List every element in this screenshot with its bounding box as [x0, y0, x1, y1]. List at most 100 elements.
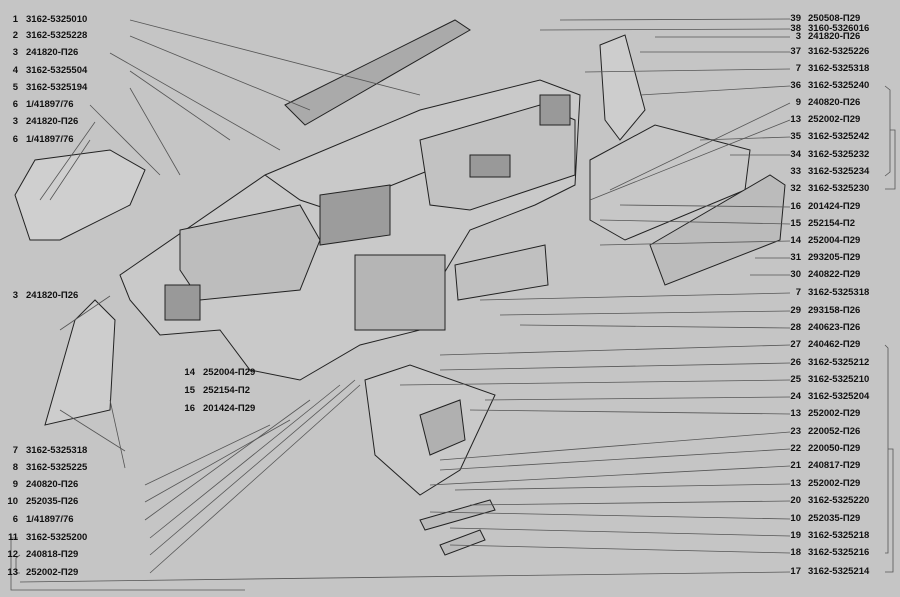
part-number: 240822-П29: [808, 269, 861, 280]
part-number: 252154-П2: [203, 385, 250, 396]
callout-number: 14: [184, 367, 195, 378]
callout-label: 3 241820-П26: [4, 116, 79, 127]
part-number: 3162-5325194: [26, 82, 88, 93]
part-number: 3162-5325204: [808, 391, 870, 402]
part-number: 3162-5325234: [808, 166, 870, 177]
callout-number: 3: [795, 31, 801, 42]
callout-number: 16: [790, 201, 801, 212]
callout-number: 37: [790, 46, 801, 57]
part-number: 3162-5325504: [26, 65, 88, 76]
part-number: 3160-5326016: [808, 23, 870, 34]
part-number: 201424-П29: [203, 403, 256, 414]
part-number: 3162-5325216: [808, 547, 870, 558]
part-number: 220052-П26: [808, 426, 861, 437]
part-number: 3162-5325212: [808, 357, 870, 368]
part-number: 3162-5325220: [808, 495, 870, 506]
part-number: 240462-П29: [808, 339, 861, 350]
callout-number: 7: [795, 287, 801, 298]
callout-label: 6 1/41897/76: [4, 514, 74, 525]
left-side-panel: [44, 299, 116, 426]
callout-label: 3 241820-П26: [785, 31, 861, 42]
callout-label: 37 3162-5325226: [785, 46, 869, 57]
callout-number: 21: [790, 460, 801, 471]
part-number: 241820-П26: [808, 31, 861, 42]
part-number: 241820-П26: [26, 116, 79, 127]
part-number: 250508-П29: [808, 13, 861, 24]
callout-number: 3: [12, 47, 18, 58]
callout-number: 6: [12, 514, 18, 525]
part-number: 3162-5325210: [808, 374, 870, 385]
part-number: 1/41897/76: [26, 514, 74, 525]
part-number: 3162-5325214: [808, 566, 870, 577]
part-number: 240820-П26: [808, 97, 861, 108]
part-number: 252035-П29: [808, 513, 861, 524]
part-number: 240820-П26: [26, 479, 79, 490]
callout-label: 4 3162-5325504: [4, 65, 88, 76]
callout-number: 15: [184, 385, 195, 396]
callout-label: 9 240820-П26: [4, 479, 79, 490]
callout-number: 33: [790, 166, 801, 177]
cluster-hood: [14, 149, 146, 241]
part-number: 293158-П26: [808, 305, 861, 316]
callout-number: 10: [7, 496, 18, 507]
callout-number: 18: [790, 547, 801, 558]
callout-number: 5: [12, 82, 18, 93]
callout-number: 7: [795, 63, 801, 74]
callout-number: 6: [12, 99, 18, 110]
callout-number: 13: [790, 408, 801, 419]
callout-number: 8: [12, 462, 18, 473]
part-number: 252035-П26: [26, 496, 79, 507]
bottom-trim: [419, 499, 496, 531]
callout-number: 11: [7, 532, 18, 543]
callout-number: 3: [12, 290, 18, 301]
callout-label: 9 240820-П26: [785, 97, 861, 108]
part-number: 3162-5325225: [26, 462, 88, 473]
callout-number: 20: [790, 495, 801, 506]
callout-number: 4: [12, 65, 18, 76]
part-number: 3162-5325242: [808, 131, 870, 142]
callout-number: 30: [790, 269, 801, 280]
part-number: 240818-П29: [26, 549, 79, 560]
part-number: 3162-5325232: [808, 149, 870, 160]
part-number: 240623-П26: [808, 322, 861, 333]
callout-label: 18 3162-5325216: [785, 547, 869, 558]
defroster-grille: [284, 19, 471, 126]
callout-number: 22: [790, 443, 801, 454]
callout-number: 7: [12, 445, 18, 456]
callout-number: 13: [790, 114, 801, 125]
callout-number: 29: [790, 305, 801, 316]
part-number: 252154-П2: [808, 218, 855, 229]
callout-number: 9: [12, 479, 18, 490]
part-number: 3162-5325240: [808, 80, 870, 91]
callout-number: 9: [795, 97, 801, 108]
callout-label: 20 3162-5325220: [785, 495, 869, 506]
callout-number: 3: [12, 116, 18, 127]
glove-box-lid: [649, 174, 786, 286]
callout-label: 5 3162-5325194: [4, 82, 88, 93]
callout-label: 33 3162-5325234: [785, 166, 869, 177]
part-number: 3162-5325226: [808, 46, 870, 57]
